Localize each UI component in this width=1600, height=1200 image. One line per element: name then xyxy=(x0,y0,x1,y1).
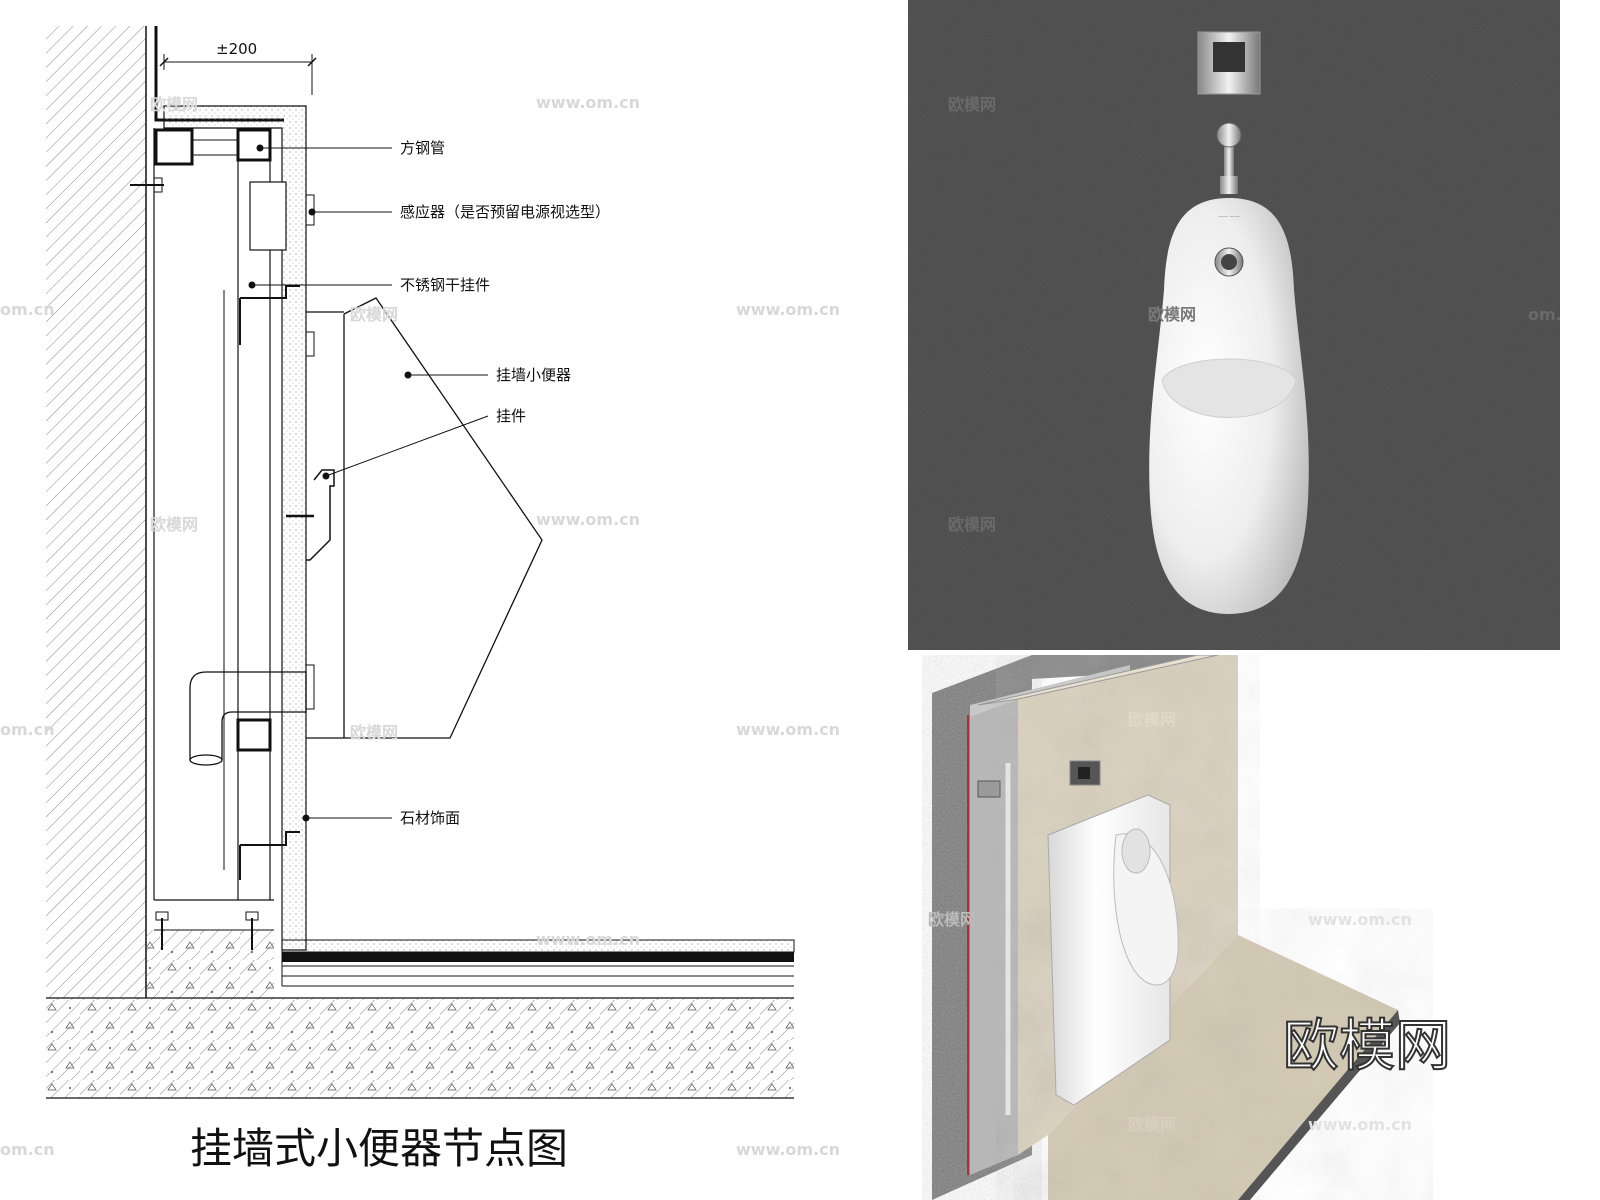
watermark-brand: 欧模网 xyxy=(1148,305,1196,324)
flush-sensor-plate xyxy=(1197,31,1261,95)
watermark-brand: 欧模网 xyxy=(150,515,198,534)
urinal-profile xyxy=(306,297,543,739)
dimension-label: ±200 xyxy=(216,40,257,58)
stainless-bracket xyxy=(239,285,315,880)
label-wall-urinal: 挂墙小便器 xyxy=(496,366,571,384)
watermark-url: www.om.cn xyxy=(736,300,840,319)
dimension-line xyxy=(159,54,317,95)
watermark-brand: 欧模网 xyxy=(928,910,976,929)
steel-frame-cavity xyxy=(967,699,1018,1175)
watermark-brand: 欧模网 xyxy=(1128,710,1176,729)
watermark-url: www.om.cn xyxy=(736,1140,840,1159)
watermark-edge: om.cn xyxy=(0,1140,55,1159)
cad-section-drawing: ±200 方钢管 感应器（是否预留电源视选型） 不锈钢干挂件 挂墙小便器 挂件 … xyxy=(0,26,840,1173)
watermark-brand: 欧模网 xyxy=(948,95,996,114)
watermark-brand: 欧模网 xyxy=(350,723,398,742)
watermark-edge: om.cn xyxy=(1528,305,1560,324)
watermark-brand: 欧模网 xyxy=(150,95,198,114)
watermark-brand: 欧模网 xyxy=(1128,1115,1176,1134)
drawing-title: 挂墙式小便器节点图 xyxy=(190,1124,568,1173)
render-urinal xyxy=(1047,794,1179,1106)
urinal-brand-mark: —— —— xyxy=(1218,214,1240,220)
urinal-photo: —— —— 欧模网 欧模网 欧模网 om.cn xyxy=(908,0,1560,650)
sensor-box xyxy=(249,181,287,251)
watermark-url: www.om.cn xyxy=(1308,1115,1412,1134)
watermark-edge: om.cn xyxy=(0,720,55,739)
watermark-edge: om.cn xyxy=(0,300,55,319)
drain-pipe-end xyxy=(189,754,223,766)
label-hanger: 挂件 xyxy=(496,407,526,425)
urinal-hanger xyxy=(306,469,335,561)
leader-lines xyxy=(248,144,489,822)
label-stone-finish: 石材饰面 xyxy=(400,809,460,827)
watermark-url: www.om.cn xyxy=(736,720,840,739)
label-square-steel-tube: 方钢管 xyxy=(400,139,445,157)
steel-frame xyxy=(130,128,274,950)
watermark-url: www.om.cn xyxy=(536,93,640,112)
watermark-url: www.om.cn xyxy=(536,930,640,949)
installation-render: 欧模网 欧模网 www.om.cn 欧模网 www.om.cn 欧模网 xyxy=(928,655,1452,1200)
structural-wall xyxy=(46,26,147,998)
stone-floor xyxy=(1048,935,1400,1200)
square-steel-tube xyxy=(154,128,272,752)
watermark-url: www.om.cn xyxy=(536,510,640,529)
flush-pipe xyxy=(1224,130,1234,192)
watermark-brand: 欧模网 xyxy=(350,305,398,324)
stone-cladding xyxy=(163,105,307,986)
render-large-watermark: 欧模网 xyxy=(1283,1014,1451,1079)
label-stainless-bracket: 不锈钢干挂件 xyxy=(400,276,490,294)
watermark-url: www.om.cn xyxy=(1308,910,1412,929)
floor-slab xyxy=(46,930,795,1099)
watermark-brand: 欧模网 xyxy=(948,515,996,534)
label-sensor: 感应器（是否预留电源视选型） xyxy=(400,203,610,221)
drain-pipe xyxy=(189,671,307,760)
